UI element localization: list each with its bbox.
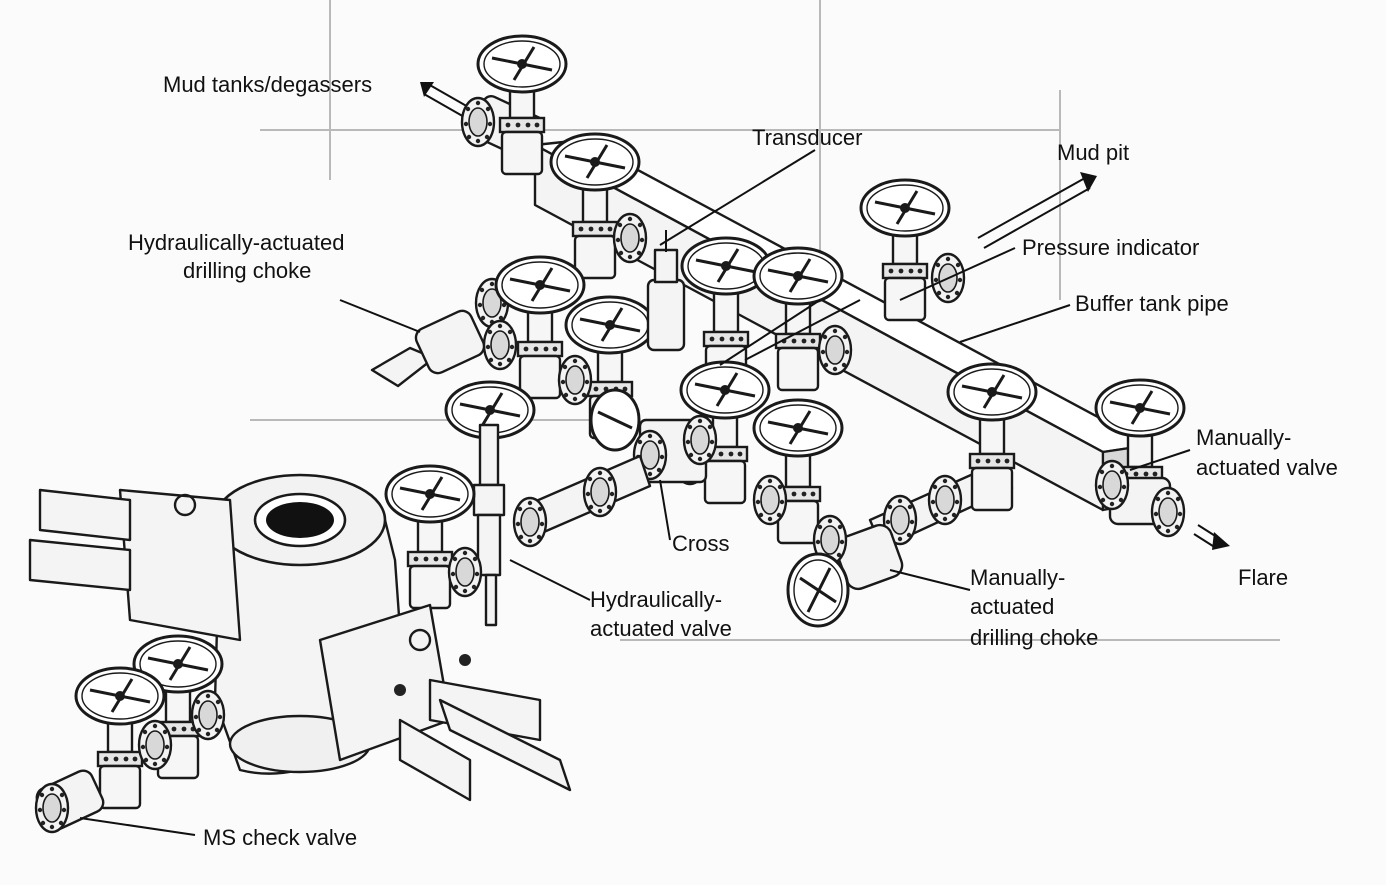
manifold-valve-cluster <box>557 230 853 545</box>
label-mud-tanks: Mud tanks/degassers <box>163 72 372 97</box>
hydraulic-actuated-valve <box>384 380 536 627</box>
background-ghost-lines <box>250 0 1280 641</box>
label-manual-choke-line1: Manually- <box>970 565 1065 590</box>
label-hydraulic-valve-line2: actuated valve <box>590 616 732 641</box>
wellhead-to-cross-pipe <box>512 454 652 548</box>
label-manual-valve-line1: Manually- <box>1196 425 1291 450</box>
label-hydraulic-choke-line2: drilling choke <box>183 258 311 283</box>
leader-lines <box>79 149 1191 836</box>
label-hydraulic-choke-line1: Hydraulically-actuated <box>128 230 344 255</box>
label-transducer: Transducer <box>752 125 862 150</box>
mud-tanks-arrow <box>420 82 471 119</box>
hydraulic-drilling-choke <box>370 255 586 400</box>
label-manual-valve-line2: actuated valve <box>1196 455 1338 480</box>
manual-drilling-choke <box>786 514 904 628</box>
label-mud-pit: Mud pit <box>1057 140 1129 165</box>
mud-tanks-valve <box>460 34 568 176</box>
label-pressure-indicator: Pressure indicator <box>1022 235 1199 260</box>
cross-fitting <box>632 414 718 484</box>
manually-actuated-valve <box>1094 378 1230 550</box>
label-manual-choke-line3: drilling choke <box>970 625 1098 650</box>
label-buffer-tank-pipe: Buffer tank pipe <box>1075 291 1229 316</box>
ms-check-valve-assembly <box>34 634 226 834</box>
label-ms-check-valve: MS check valve <box>203 825 357 850</box>
label-manual-choke-line2: actuated <box>970 594 1054 619</box>
label-hydraulic-valve-line1: Hydraulically- <box>590 587 722 612</box>
mud-pit-arrow <box>977 172 1097 249</box>
label-cross: Cross <box>672 531 729 556</box>
callout-labels: Mud tanks/degassers Transducer Mud pit H… <box>128 72 1338 850</box>
label-flare: Flare <box>1238 565 1288 590</box>
wellhead-spool <box>28 473 572 802</box>
